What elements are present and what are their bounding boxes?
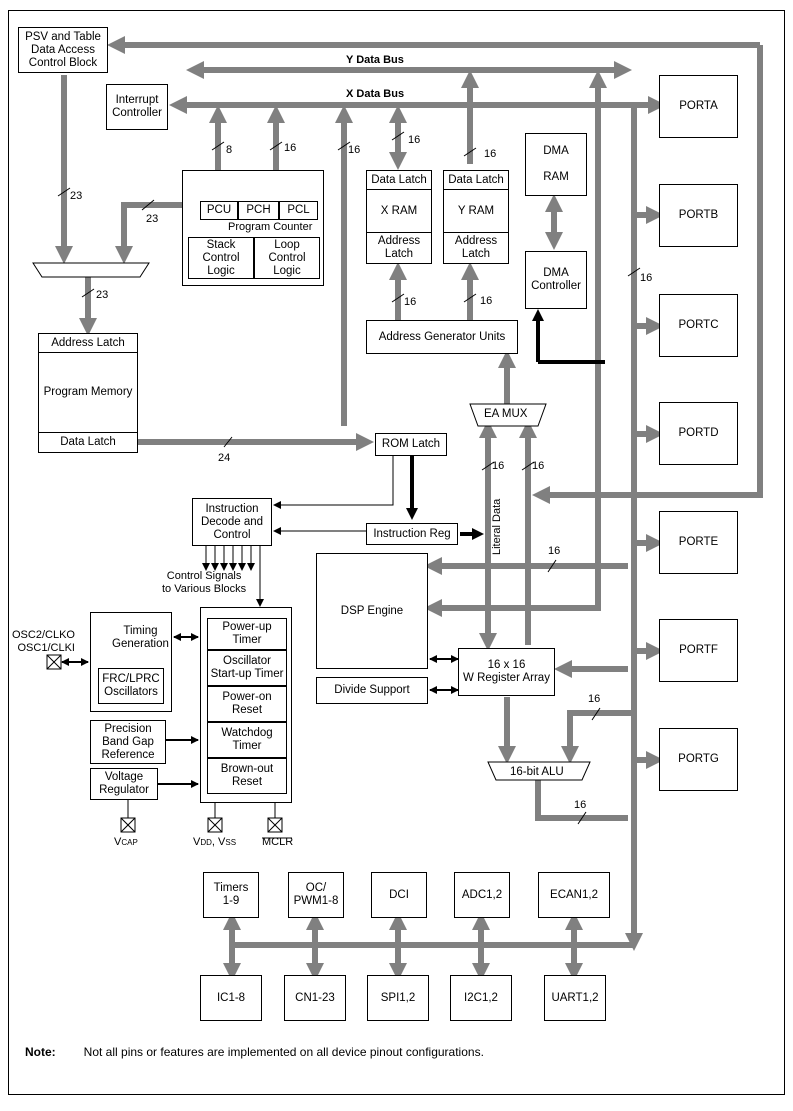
width-16-alu-out-label: 16 xyxy=(574,799,587,811)
note-text: Not all pins or features are implemented… xyxy=(83,1045,484,1059)
instruction-decode-control: Instruction Decode and Control xyxy=(192,498,272,546)
ecan-block: ECAN1,2 xyxy=(538,872,610,918)
i2c-block: I2C1,2 xyxy=(450,975,512,1021)
width-23-c-label: 23 xyxy=(96,289,109,301)
width-8-label: 8 xyxy=(226,144,233,156)
precision-band-gap-reference: Precision Band Gap Reference xyxy=(90,720,166,764)
y-data-bus-label: Y Data Bus xyxy=(346,54,404,66)
dma-ram: DMA RAM xyxy=(525,133,587,196)
frc-lprc-oscillators: FRC/LPRC Oscillators xyxy=(98,668,164,704)
pch-register: PCH xyxy=(238,201,279,220)
power-up-timer: Power-up Timer xyxy=(207,618,287,650)
interrupt-controller: Interrupt Controller xyxy=(106,84,168,130)
yram-data-latch: Data Latch xyxy=(443,170,509,190)
width-16-agu-y-label: 16 xyxy=(480,295,493,307)
dma-controller: DMA Controller xyxy=(525,251,587,309)
literal-data-label: Literal Data xyxy=(491,498,503,555)
yram: Y RAM xyxy=(443,189,509,233)
footnote: Note: Not all pins or features are implem… xyxy=(25,1045,484,1059)
pm-address-latch: Address Latch xyxy=(38,333,138,353)
alu-label: 16-bit ALU xyxy=(510,766,564,778)
control-signals-label: Control Signals to Various Blocks xyxy=(162,570,247,595)
program-memory: Program Memory xyxy=(38,352,138,433)
ea-mux-shape xyxy=(469,403,547,427)
cn-block: CN1-23 xyxy=(284,975,346,1021)
program-counter-label: Program Counter xyxy=(228,221,313,233)
width-16-agu-x-label: 16 xyxy=(404,296,417,308)
width-16-xram-label: 16 xyxy=(408,134,421,146)
psv-block: PSV and Table Data Access Control Block xyxy=(18,27,108,73)
rom-latch: ROM Latch xyxy=(375,433,447,456)
portb: PORTB xyxy=(659,184,738,247)
portc: PORTC xyxy=(659,294,738,357)
stack-control-logic: Stack Control Logic xyxy=(188,237,254,279)
width-23-b-label: 23 xyxy=(146,213,159,225)
ea-mux-label: EA MUX xyxy=(484,408,528,420)
divide-support: Divide Support xyxy=(316,677,428,704)
portd: PORTD xyxy=(659,402,738,465)
timing-generation-label: Timing Generation xyxy=(112,625,169,650)
address-generator-units: Address Generator Units xyxy=(366,320,518,354)
spi-block: SPI1,2 xyxy=(367,975,429,1021)
xram-data-latch: Data Latch xyxy=(366,170,432,190)
pcl-register: PCL xyxy=(279,201,318,220)
program-counter-group: PCU PCH PCL Program Counter Stack Contro… xyxy=(182,170,324,286)
yram-address-latch: Address Latch xyxy=(443,232,509,264)
uart-block: UART1,2 xyxy=(544,975,606,1021)
width-16-dsp-label: 16 xyxy=(548,545,561,557)
instruction-register: Instruction Reg xyxy=(366,523,458,545)
porte: PORTE xyxy=(659,511,738,574)
porta: PORTA xyxy=(659,75,738,138)
vcap-label: VCAP xyxy=(114,836,138,848)
xram-address-latch: Address Latch xyxy=(366,232,432,264)
dci-block: DCI xyxy=(371,872,427,918)
alu-shape xyxy=(487,761,591,781)
w-register-array: 16 x 16 W Register Array xyxy=(458,648,555,696)
voltage-regulator: Voltage Regulator xyxy=(90,768,158,800)
brown-out-reset: Brown-out Reset xyxy=(207,758,287,794)
ic-block: IC1-8 xyxy=(200,975,262,1021)
note-label: Note: xyxy=(25,1045,56,1059)
dsp-engine: DSP Engine xyxy=(316,553,428,669)
timers-block: Timers 1-9 xyxy=(203,872,259,918)
width-16-yram-label: 16 xyxy=(484,148,497,160)
reset-timer-group: Power-up Timer Oscillator Start-up Timer… xyxy=(200,607,292,803)
loop-control-logic: Loop Control Logic xyxy=(254,237,320,279)
watchdog-timer: Watchdog Timer xyxy=(207,722,287,758)
pm-data-latch: Data Latch xyxy=(38,432,138,453)
mclr-label: MCLR xyxy=(262,836,294,848)
portf: PORTF xyxy=(659,619,738,682)
width-23-a-label: 23 xyxy=(70,190,83,202)
adc-block: ADC1,2 xyxy=(454,872,510,918)
width-16-pch-label: 16 xyxy=(284,142,297,154)
timing-generation-group: Timing Generation FRC/LPRC Oscillators xyxy=(90,612,172,712)
width-16-ea2-label: 16 xyxy=(532,460,545,472)
xram: X RAM xyxy=(366,189,432,233)
portg: PORTG xyxy=(659,728,738,791)
x-data-bus-label: X Data Bus xyxy=(346,88,405,100)
power-on-reset: Power-on Reset xyxy=(207,686,287,722)
pcu-register: PCU xyxy=(200,201,238,220)
oc-pwm-block: OC/ PWM1-8 xyxy=(288,872,344,918)
vdd-vss-label: VDD, VSS xyxy=(193,836,237,848)
width-24-label: 24 xyxy=(218,452,231,464)
oscillator-startup-timer: Oscillator Start-up Timer xyxy=(207,650,287,686)
diagram-frame xyxy=(8,10,785,1095)
osc-pins-label: OSC2/CLKO OSC1/CLKI xyxy=(12,629,75,654)
width-16-xbus-label: 16 xyxy=(348,144,361,156)
width-16-dma-label: 16 xyxy=(640,272,653,284)
width-16-alu-in-label: 16 xyxy=(588,693,601,705)
address-mux-shape xyxy=(32,262,150,278)
width-16-ea1-label: 16 xyxy=(492,460,505,472)
